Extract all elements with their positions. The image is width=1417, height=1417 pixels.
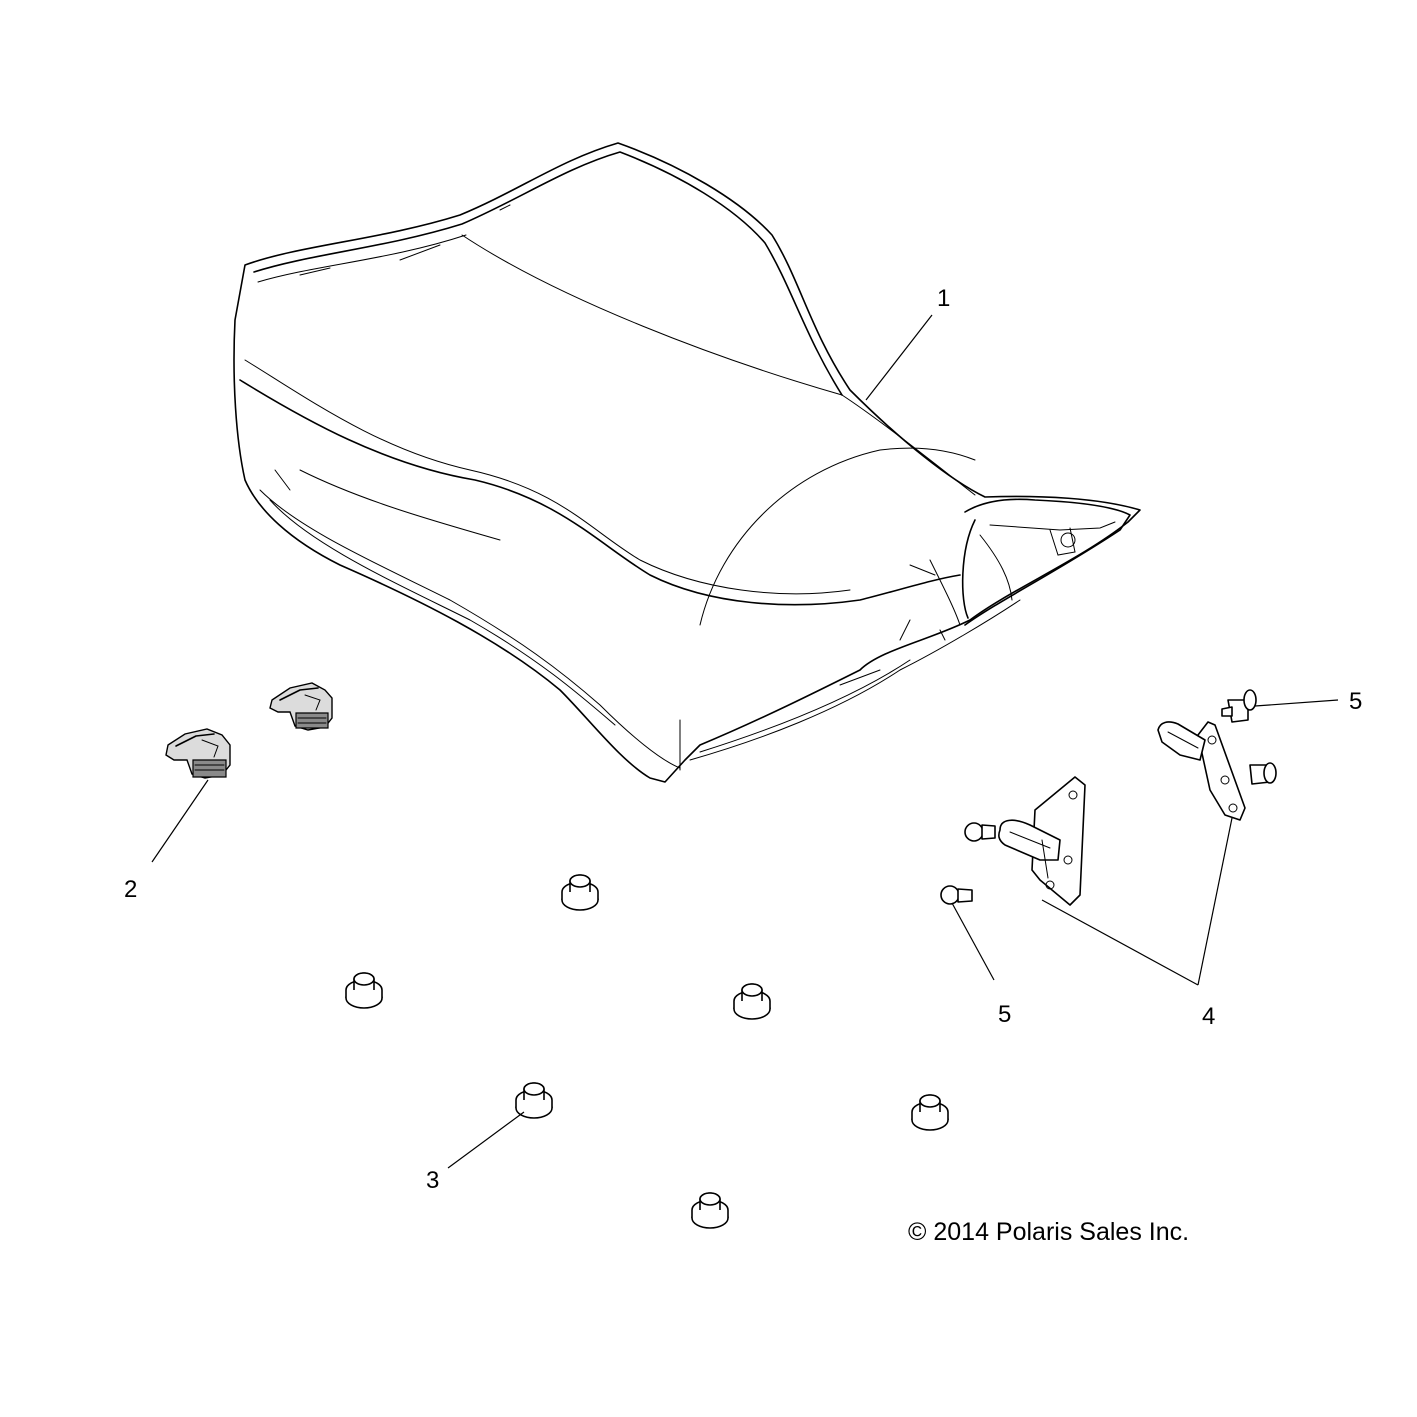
callout-5-lower: 5 xyxy=(998,1001,1011,1028)
seat-assembly-icon[interactable] xyxy=(233,142,1141,783)
rivet-icon[interactable] xyxy=(964,822,996,842)
rubber-bumper-icon[interactable] xyxy=(691,1192,729,1229)
rubber-bumper-icon[interactable] xyxy=(911,1094,949,1131)
leader-lines xyxy=(151,314,1339,1169)
copyright-notice: © 2014 Polaris Sales Inc. xyxy=(908,1218,1189,1246)
rivet-icon[interactable] xyxy=(1221,689,1257,723)
rubber-bumper-icon[interactable] xyxy=(561,874,599,911)
seat-hinge-bracket-icon[interactable] xyxy=(998,776,1086,906)
rivet-icon[interactable] xyxy=(940,885,973,905)
seat-latch-icon[interactable] xyxy=(269,682,333,731)
rubber-bumper-icon[interactable] xyxy=(345,972,383,1009)
callout-5-upper: 5 xyxy=(1349,688,1362,715)
callout-3: 3 xyxy=(426,1167,439,1194)
callout-4: 4 xyxy=(1202,1003,1215,1030)
rubber-bumper-icon[interactable] xyxy=(733,983,771,1020)
rubber-bumper-icon[interactable] xyxy=(515,1082,553,1119)
callout-1: 1 xyxy=(937,285,950,312)
callout-2: 2 xyxy=(124,876,137,903)
rivet-icon[interactable] xyxy=(1249,762,1277,785)
seat-hinge-bracket-icon[interactable] xyxy=(1157,721,1246,821)
seat-latch-icon[interactable] xyxy=(165,728,231,779)
